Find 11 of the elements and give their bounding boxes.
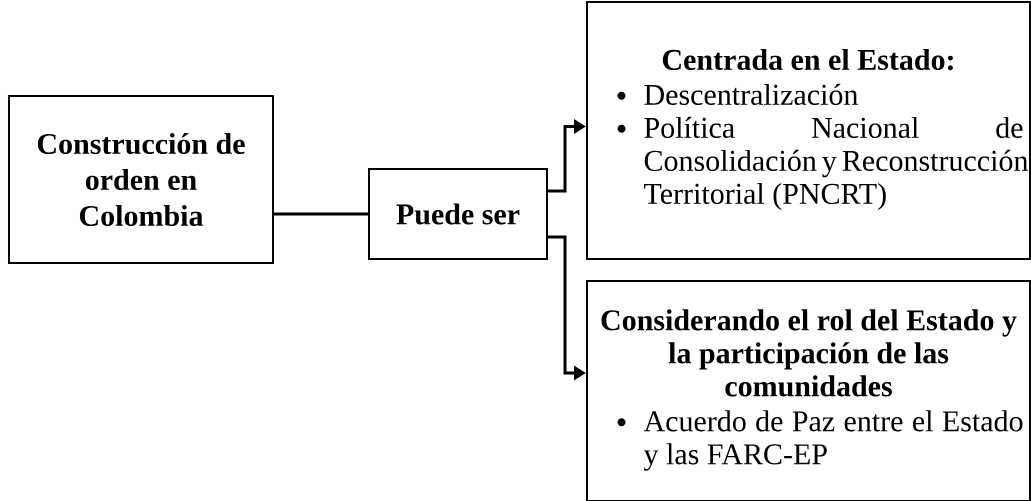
box-heading: Centrada en el Estado: (662, 48, 953, 71)
text-box (8, 95, 274, 264)
text-box (586, 280, 1031, 501)
text-box (368, 168, 548, 260)
list-item: Descentralización (644, 83, 858, 105)
text-box (586, 1, 1031, 260)
box-heading: Considerando el rol del Estado y la participación de las comunidades (601, 309, 1017, 397)
box-label: Puede ser (396, 203, 520, 225)
box-label: Construcción de orden en Colombia (37, 132, 245, 227)
list-item: Política Nacional de Consolidación y Reconstrucción Territorial (PNCRT) (644, 116, 1028, 211)
list-item: Acuerdo de Paz entre el Estado y las FARC-EP (643, 410, 1023, 471)
